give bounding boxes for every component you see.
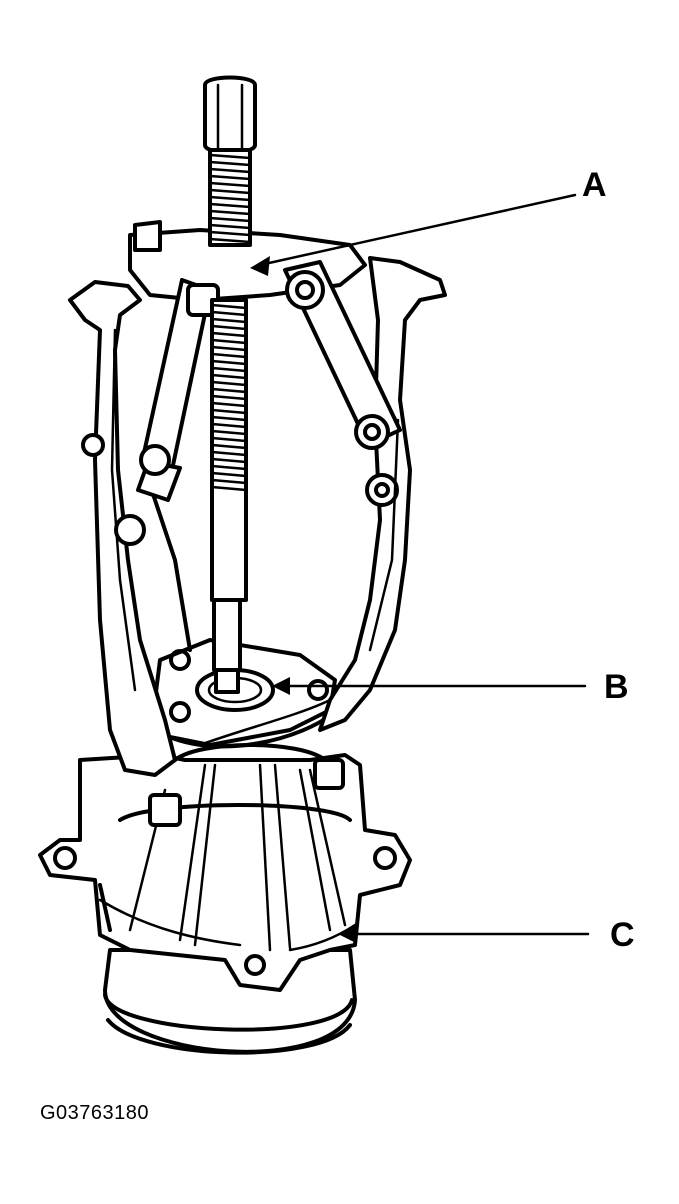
screw-threads bbox=[208, 153, 252, 492]
thread-line bbox=[210, 408, 248, 415]
thread-line bbox=[210, 310, 248, 317]
callout-label-c: C bbox=[610, 916, 635, 954]
thread-line bbox=[210, 394, 248, 401]
thread-line bbox=[208, 230, 252, 237]
thread-line bbox=[210, 345, 248, 352]
thread-line bbox=[210, 373, 248, 380]
thread-line bbox=[210, 317, 248, 324]
thread-line bbox=[210, 380, 248, 387]
thread-line bbox=[210, 303, 248, 310]
thread-line bbox=[210, 324, 248, 331]
thread-line bbox=[210, 422, 248, 429]
thread-line bbox=[210, 338, 248, 345]
thread-line bbox=[208, 216, 252, 223]
thread-line bbox=[210, 464, 248, 471]
thread-line bbox=[208, 223, 252, 230]
thread-line bbox=[210, 359, 248, 366]
thread-line bbox=[208, 174, 252, 181]
thread-line bbox=[208, 160, 252, 167]
callout-label-b: B bbox=[604, 668, 629, 706]
thread-line bbox=[210, 401, 248, 408]
thread-line bbox=[210, 366, 248, 373]
thread-line bbox=[208, 153, 252, 160]
thread-line bbox=[210, 331, 248, 338]
thread-line bbox=[210, 478, 248, 485]
thread-line bbox=[208, 209, 252, 216]
thread-line bbox=[208, 237, 252, 244]
thread-line bbox=[210, 352, 248, 359]
thread-line bbox=[210, 387, 248, 394]
callout-label-a: A bbox=[582, 166, 607, 204]
puller-jaws bbox=[68, 256, 447, 777]
thread-line bbox=[210, 429, 248, 436]
thread-line bbox=[210, 450, 248, 457]
thread-line bbox=[208, 167, 252, 174]
thread-line bbox=[208, 195, 252, 202]
figure-code: G03763180 bbox=[40, 1102, 150, 1124]
thread-line bbox=[210, 485, 248, 492]
thread-line bbox=[210, 471, 248, 478]
leader-lines bbox=[250, 193, 590, 943]
thread-line bbox=[210, 443, 248, 450]
thread-line bbox=[208, 188, 252, 195]
thread-line bbox=[210, 457, 248, 464]
thread-line bbox=[208, 202, 252, 209]
thread-line bbox=[210, 415, 248, 422]
bearing-plate bbox=[153, 638, 337, 749]
thread-line bbox=[208, 181, 252, 188]
forcing-screw bbox=[203, 75, 257, 694]
puller-yoke bbox=[128, 220, 402, 502]
water-pump-housing bbox=[38, 743, 412, 1055]
thread-line bbox=[210, 436, 248, 443]
